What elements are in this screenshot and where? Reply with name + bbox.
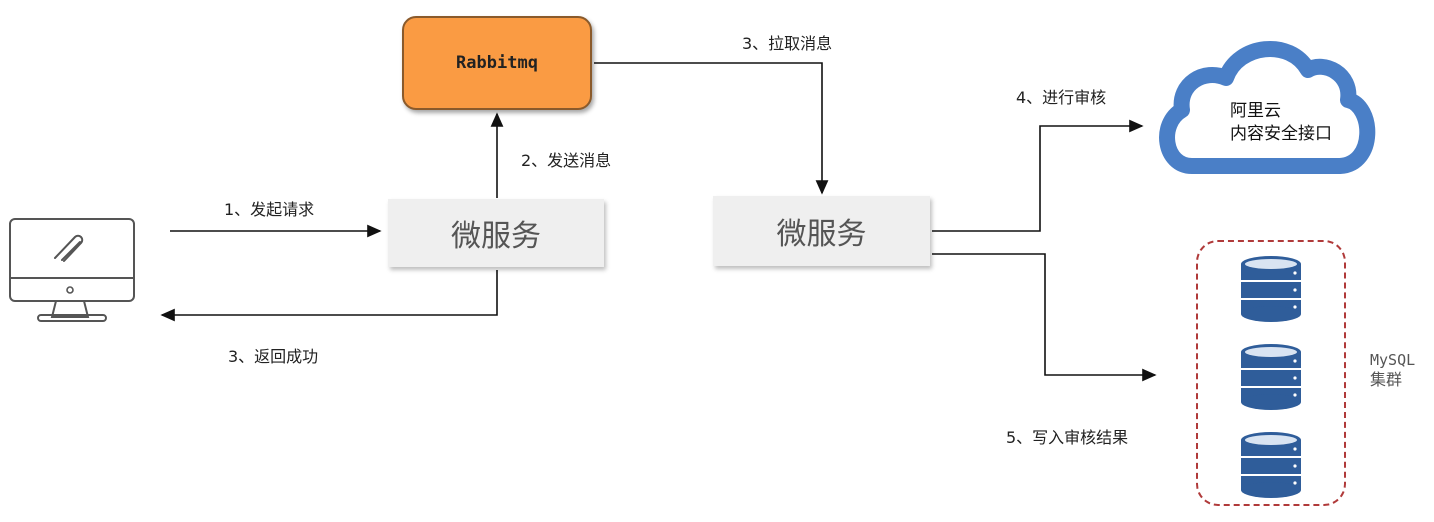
cloud-label-line1: 阿里云 (1230, 101, 1281, 121)
arrow-pull (594, 62, 829, 195)
mysql-cluster-border (1196, 240, 1346, 506)
cloud-label-line2: 内容安全接口 (1230, 124, 1332, 144)
microservice-left: 微服务 (388, 199, 604, 267)
step-send-label: 2、发送消息 (521, 151, 612, 170)
step-review-label: 4、进行审核 (1016, 88, 1107, 107)
microservice-right: 微服务 (713, 196, 930, 266)
database-icon (1241, 344, 1301, 410)
database-icon (1241, 432, 1301, 498)
mysql-cluster-label-line2: 集群 (1370, 370, 1403, 389)
microservice-left-label: 微服务 (451, 219, 541, 254)
cloud-label: 阿里云 内容安全接口 (1230, 100, 1332, 146)
mysql-cluster-label-line1: MySQL (1370, 351, 1416, 369)
microservice-right-label: 微服务 (776, 217, 867, 252)
computer-icon (9, 218, 135, 322)
arrow-return (160, 270, 498, 322)
cloud-icon (1159, 41, 1376, 174)
step-write-label: 5、写入审核结果 (1006, 428, 1129, 447)
step-pull-label: 3、拉取消息 (742, 34, 833, 53)
mysql-cluster-label: MySQL 集群 (1370, 350, 1415, 390)
database-icon (1241, 256, 1301, 322)
rabbitmq-label: Rabbitmq (456, 53, 538, 73)
rabbitmq-box: Rabbitmq (402, 16, 592, 110)
arrow-review (932, 119, 1144, 232)
step-return-label: 3、返回成功 (228, 347, 319, 366)
arrow-write (932, 253, 1157, 382)
step-request-label: 1、发起请求 (224, 200, 315, 219)
